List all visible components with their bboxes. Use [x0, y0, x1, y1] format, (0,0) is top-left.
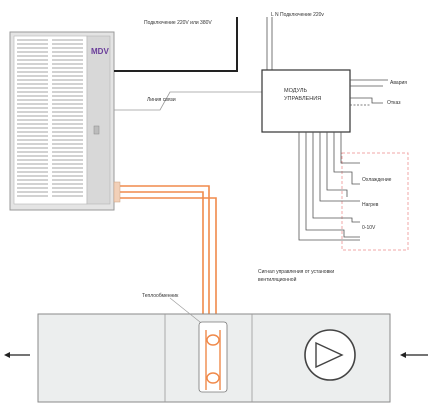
fault-wire-1 — [350, 97, 383, 104]
refrigerant-pipes — [118, 185, 217, 318]
fan-icon — [304, 329, 356, 381]
power-module-label: L N Подключение 220v — [271, 12, 324, 18]
outdoor-unit-grille — [17, 39, 83, 197]
link-line-wire — [114, 91, 262, 111]
heat-exchanger-coil — [198, 321, 228, 393]
control-module: МОДУЛЬ УПРАВЛЕНИЯ — [261, 69, 351, 133]
heating-label: Нагрев — [362, 202, 379, 208]
airflow-out-arrow-icon — [4, 352, 30, 358]
module-title-line2: УПРАВЛЕНИЯ — [284, 96, 321, 102]
module-output-wires — [298, 132, 360, 241]
power-outdoor-label: Подключение 220V или 380V — [144, 20, 212, 26]
brand-logo: MDV — [91, 47, 109, 56]
alarm-label: Авария — [390, 80, 407, 86]
pipe-connector — [113, 181, 121, 203]
airflow-in-arrow-icon — [400, 352, 428, 358]
fault-label: Отказ — [387, 100, 401, 106]
power-cable-outdoor — [114, 17, 238, 72]
control-signal-label-line2: вентиляционной — [258, 276, 297, 283]
module-title-line1: МОДУЛЬ — [284, 88, 307, 94]
control-signal-label-line1: Сигнал управления от установки — [258, 269, 334, 275]
cooling-label: Охлаждение — [362, 177, 392, 183]
heat-exchanger-label: Теплообменник — [142, 293, 179, 299]
link-line-label: Линия связи — [147, 97, 176, 103]
signal-0-10-label: 0-10V — [362, 225, 376, 231]
service-port-icon — [93, 125, 100, 135]
control-signal-box — [341, 152, 409, 251]
outdoor-unit: MDV — [9, 31, 115, 211]
